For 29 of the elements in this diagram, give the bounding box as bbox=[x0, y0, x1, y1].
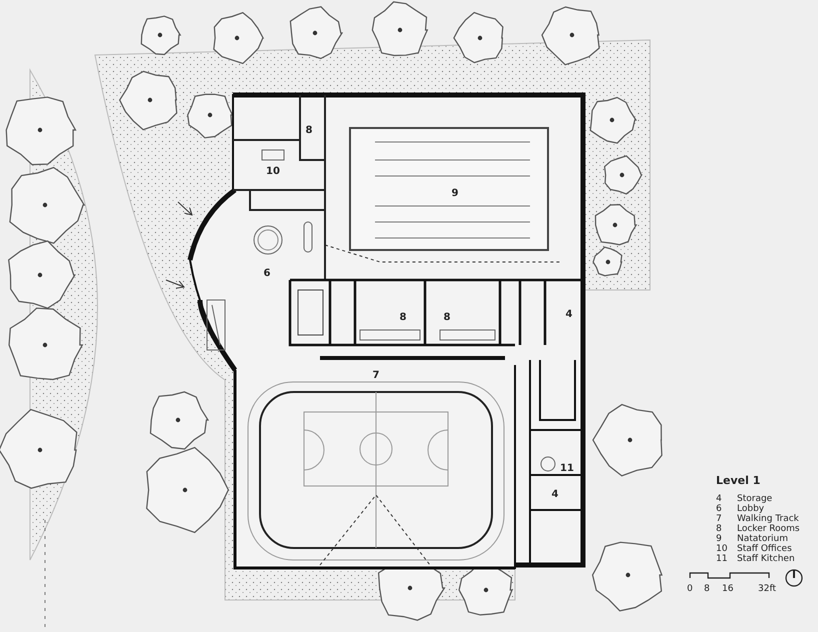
callout-number: 8 bbox=[444, 312, 450, 323]
callout-number: 10 bbox=[266, 166, 280, 177]
legend-number: 8 bbox=[716, 524, 722, 534]
callout-number: 8 bbox=[400, 312, 406, 323]
legend-number: 9 bbox=[716, 534, 722, 544]
legend-text: Staff Offices bbox=[737, 544, 792, 554]
legend-number: 10 bbox=[716, 544, 728, 554]
legend-text: Natatorium bbox=[737, 534, 788, 544]
legend-number: 11 bbox=[716, 554, 728, 564]
scale-label: 8 bbox=[704, 584, 710, 594]
legend-text: Staff Kitchen bbox=[737, 554, 795, 564]
callout-number: 11 bbox=[560, 463, 574, 474]
legend-text: Storage bbox=[737, 494, 772, 504]
legend-number: 4 bbox=[716, 494, 722, 504]
legend-text: Walking Track bbox=[737, 514, 799, 524]
legend-number: 6 bbox=[716, 504, 722, 514]
callout-number: 4 bbox=[552, 489, 558, 500]
callout-number: 9 bbox=[452, 188, 458, 199]
callout-number: 8 bbox=[306, 125, 312, 136]
legend-text: Lobby bbox=[737, 504, 764, 514]
legend-text: Locker Rooms bbox=[737, 524, 800, 534]
callout-number: 6 bbox=[264, 268, 270, 279]
callout-number: 4 bbox=[566, 309, 572, 320]
legend-number: 7 bbox=[716, 514, 722, 524]
scale-label: 32ft bbox=[758, 584, 776, 594]
legend-heading: Level 1 bbox=[716, 475, 760, 487]
scale-label: 16 bbox=[722, 584, 734, 594]
callout-number: 7 bbox=[372, 370, 380, 381]
scale-label: 0 bbox=[687, 584, 693, 594]
